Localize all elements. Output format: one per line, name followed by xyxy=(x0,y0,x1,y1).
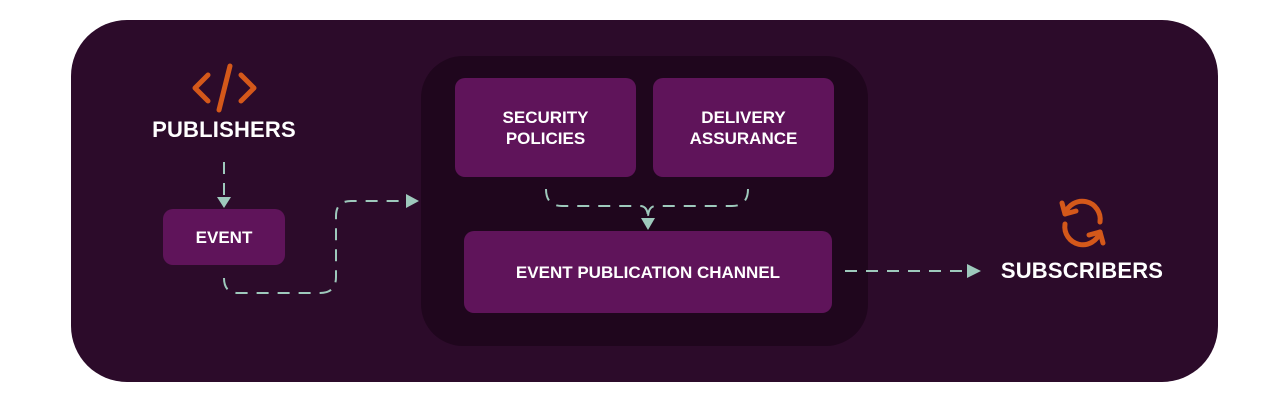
publishers-label: PUBLISHERS xyxy=(152,117,296,142)
event-publication-channel-box: EVENT PUBLICATION CHANNEL xyxy=(464,231,832,313)
security-policies-line2: POLICIES xyxy=(505,128,586,148)
security-policies-line1: SECURITY xyxy=(502,107,589,127)
delivery-assurance-box: DELIVERY ASSURANCE xyxy=(653,78,834,177)
arrowhead-broker xyxy=(406,194,419,208)
connector-security-to-channel xyxy=(545,188,649,219)
event-label: EVENT xyxy=(195,227,253,247)
delivery-assurance-line2: ASSURANCE xyxy=(689,128,798,148)
arrowhead-channel xyxy=(641,218,655,230)
security-policies-box: SECURITY POLICIES xyxy=(455,78,636,177)
arrowhead-event xyxy=(217,197,231,208)
connector-delivery-to-channel xyxy=(647,188,749,219)
event-box: EVENT xyxy=(163,209,285,265)
delivery-assurance-line1: DELIVERY xyxy=(701,107,786,127)
subscribers-label: SUBSCRIBERS xyxy=(1000,258,1164,283)
connector-event-to-broker xyxy=(223,200,410,294)
event-publication-channel-label: EVENT PUBLICATION CHANNEL xyxy=(515,262,781,282)
arrowhead-subscribers xyxy=(967,264,981,278)
